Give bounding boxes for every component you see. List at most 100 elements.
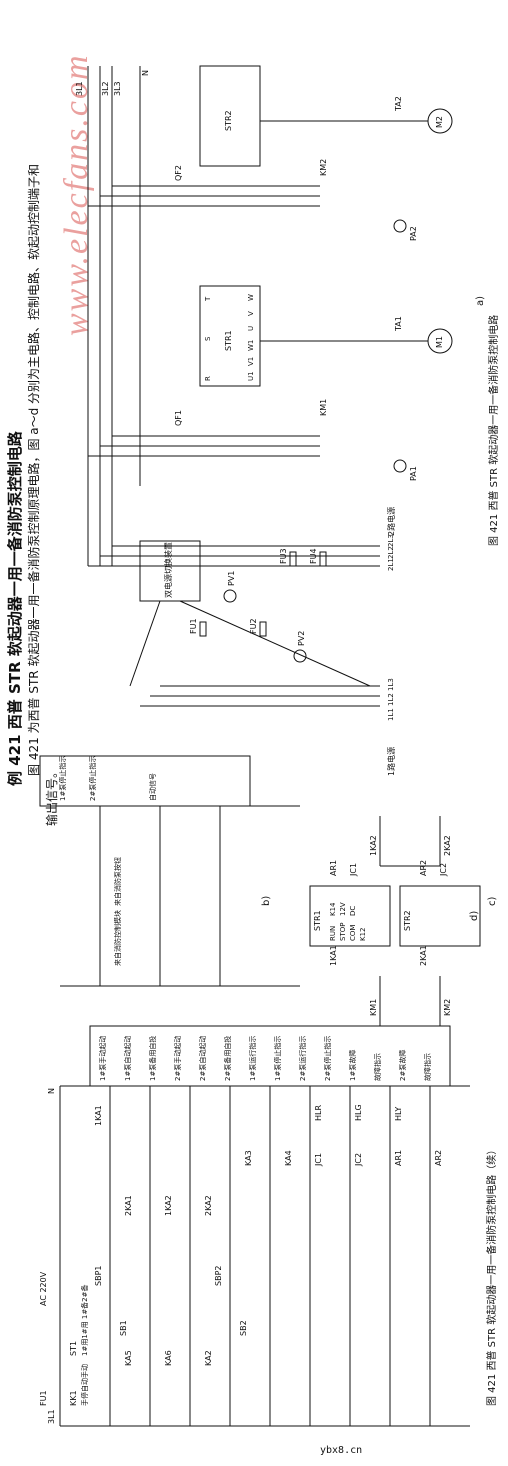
str1-term-u1: U1 (247, 371, 255, 381)
source2-2l1: 2L1 (387, 558, 395, 571)
ta2-label: TA2 (394, 96, 403, 111)
sb1-label: SB1 (119, 1320, 128, 1336)
desc-14: 故障指示 (424, 1053, 432, 1081)
ta1-label: TA1 (394, 316, 403, 331)
str1-term-r: R (204, 376, 212, 381)
fig-a-caption: 图 421 西普 STR 软起动器一用一备消防泵控制电路 (489, 314, 500, 546)
c-1ka1: 1KA1 (329, 945, 338, 966)
note-button: 来自消防泵按钮 (114, 857, 122, 906)
fig-b-caption: 图 421 西普 STR 软起动器一用一备消防泵控制电路（续） (487, 1144, 498, 1406)
pv1-label: PV1 (227, 570, 236, 586)
pv2-label: PV2 (297, 630, 306, 646)
sb2-label: SB2 (239, 1320, 248, 1336)
desc-5: 2#泵自动起动 (199, 1035, 207, 1081)
hlr-label: HLR (314, 1104, 323, 1121)
st1-label: ST1 (69, 1340, 78, 1356)
desc-column-left (89, 1025, 451, 1087)
fu-box-3 (289, 551, 297, 567)
qf2-label: QF2 (174, 165, 183, 181)
str2-label: STR2 (224, 110, 233, 131)
m1-label: M1 (435, 336, 444, 348)
str1-box (199, 285, 261, 387)
str2-box (199, 65, 261, 167)
pa1-label: PA1 (409, 466, 418, 481)
2ka1-label: 2KA1 (124, 1195, 133, 1216)
desc-7: 1#泵运行指示 (249, 1035, 257, 1081)
rail-phase-label: 3L1 (47, 1409, 56, 1424)
c-ar1: AR1 (329, 859, 338, 876)
c-ar2: AR2 (419, 859, 428, 876)
ka2-label: KA2 (204, 1350, 213, 1366)
fu-box-4 (319, 551, 327, 567)
d-1ka2: 1KA2 (369, 835, 378, 856)
fig-c-sub: c) (487, 896, 498, 906)
note-module: 来自消防控制模块 (114, 910, 122, 966)
desc-8: 1#泵停止指示 (274, 1035, 282, 1081)
source1-1l2: 1L2 (387, 693, 395, 706)
c-2ka1: 2KA1 (419, 945, 428, 966)
desc-13: 2#泵故障 (399, 1049, 407, 1081)
str1-term-s: S (204, 336, 212, 341)
desc-10: 2#泵停止指示 (324, 1035, 332, 1081)
ka3-label: KA3 (244, 1150, 253, 1166)
pa2-meter (393, 219, 407, 233)
source1-1l3: 1L3 (387, 678, 395, 691)
source2-2l2: 2L2 (387, 546, 395, 559)
fu4-label: FU4 (309, 548, 318, 564)
d-km2: KM2 (443, 998, 452, 1016)
desc-column-right (39, 755, 251, 807)
ats-label: 双电源切换装置 (164, 542, 173, 598)
fu-label-ctrl: FU1 (39, 1390, 48, 1406)
str1-term-v: V (247, 311, 255, 316)
footer-site: ybx8.cn (320, 1445, 363, 1456)
d-km1: KM1 (369, 998, 378, 1016)
rdesc-1: 1#泵停止指示 (59, 755, 67, 801)
pa1-meter (393, 459, 407, 473)
str1-term-v1: V1 (247, 356, 255, 366)
c-k12: K12 (359, 927, 367, 942)
m2-label: M2 (435, 116, 444, 128)
c-jc2: JC2 (439, 862, 448, 876)
desc-6: 2#泵备用自投 (224, 1035, 232, 1081)
source1-label: 1路电源 (387, 746, 396, 776)
desc-12: 故障指示 (374, 1053, 382, 1081)
c-k14: K14 (329, 902, 337, 917)
km1-label: KM1 (319, 398, 328, 416)
desc-11: 1#泵故障 (349, 1049, 357, 1081)
sbp1-label: SBP1 (94, 1265, 103, 1286)
ats-box (139, 540, 201, 602)
1ka1-label: 1KA1 (94, 1105, 103, 1126)
ar1-label: AR1 (394, 1149, 403, 1166)
pv2-meter (293, 649, 307, 663)
desc-9: 2#泵运行指示 (299, 1035, 307, 1081)
sbp2-label: SBP2 (214, 1265, 223, 1286)
hly-label: HLY (394, 1106, 403, 1121)
km2-label: KM2 (319, 158, 328, 176)
bus-label-n: N (141, 70, 150, 76)
kk1-label: KK1 (69, 1390, 78, 1406)
pa2-label: PA2 (409, 226, 418, 241)
desc-1: 1#泵手动起动 (99, 1035, 107, 1081)
ka4-label: KA4 (284, 1150, 293, 1166)
bus-label-3l1: 3L1 (75, 81, 84, 96)
fu-box-1 (199, 621, 207, 637)
c-str2-label: STR2 (403, 910, 412, 931)
jc1-label: JC1 (314, 1152, 323, 1166)
rdesc-3: 自动信号 (149, 773, 157, 801)
2ka2-label: 2KA2 (204, 1195, 213, 1216)
str1-terminal-block (309, 885, 391, 947)
kk1-positions: 手停自动手动 (81, 1364, 89, 1406)
str1-term-w1: W1 (247, 339, 255, 351)
ka5-label: KA5 (124, 1350, 133, 1366)
d-2ka2: 2KA2 (443, 835, 452, 856)
fig-a-sub: a) (475, 295, 486, 306)
bus-label-3l2: 3L2 (101, 81, 110, 96)
rdesc-2: 2#泵停止指示 (89, 755, 97, 801)
c-stop: STOP (339, 922, 347, 941)
c-jc1: JC1 (349, 862, 358, 876)
ka6-label: KA6 (164, 1350, 173, 1366)
hlg-label: HLG (354, 1104, 363, 1121)
rail-neutral-label: N (47, 1088, 56, 1094)
